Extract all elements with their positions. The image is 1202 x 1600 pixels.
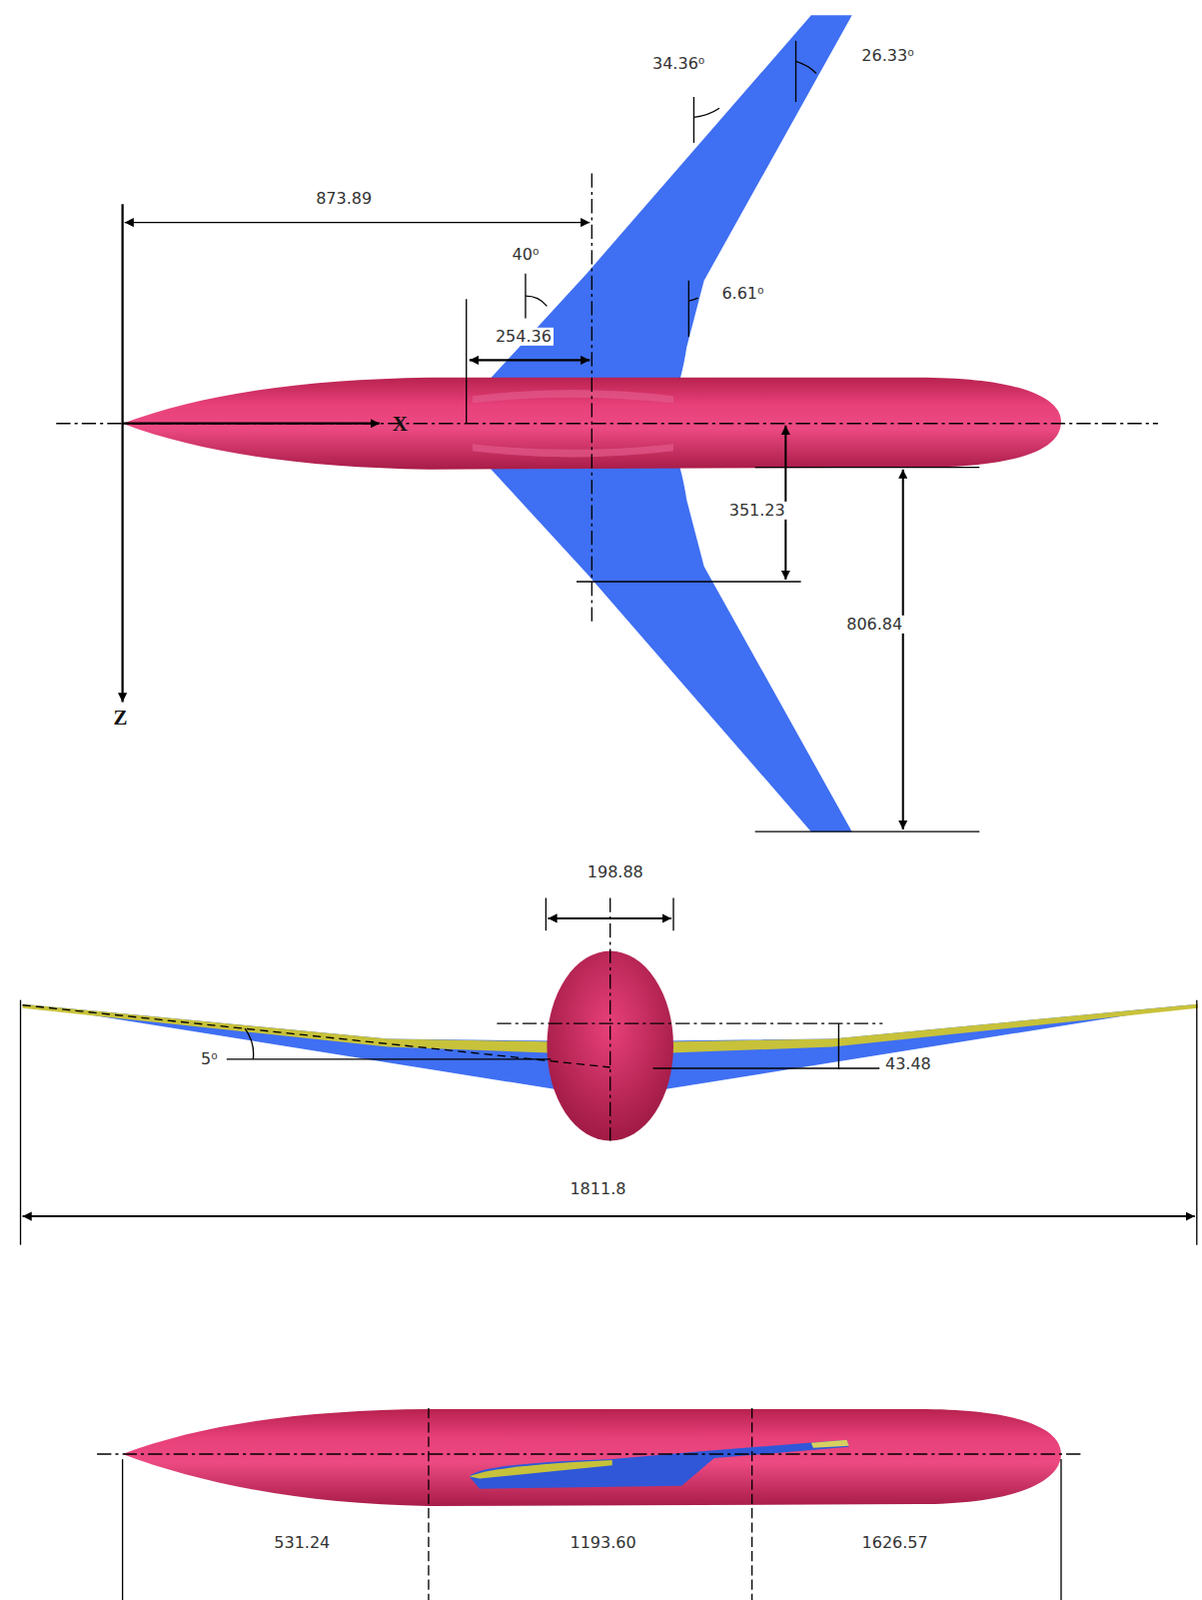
- dimension-label: 351.23: [727, 500, 788, 519]
- dimension-label: 40⁰: [510, 245, 542, 264]
- axis-label: Z: [110, 705, 129, 730]
- dimension-label: 1626.57: [860, 1533, 931, 1552]
- dimension-label: 43.48: [883, 1055, 934, 1074]
- side-view: [96, 1407, 1082, 1600]
- dimension-label: 1811.8: [567, 1180, 628, 1199]
- dimension-label: 254.36: [493, 327, 554, 346]
- dimension-label: 1193.60: [567, 1533, 638, 1552]
- dimension-label: 34.36⁰: [650, 54, 707, 73]
- dimension-label: 198.88: [585, 863, 646, 882]
- dimension-label: 5⁰: [198, 1050, 220, 1069]
- top-view: [55, 14, 1159, 832]
- axis-label: X: [390, 411, 410, 436]
- dimension-label: 873.89: [313, 189, 374, 208]
- dimension-label: 806.84: [844, 615, 905, 634]
- dimension-label: 531.24: [271, 1533, 332, 1552]
- dimension-label: 26.33⁰: [859, 46, 916, 65]
- front-view: [20, 898, 1199, 1245]
- dimension-label: 6.61⁰: [719, 284, 766, 303]
